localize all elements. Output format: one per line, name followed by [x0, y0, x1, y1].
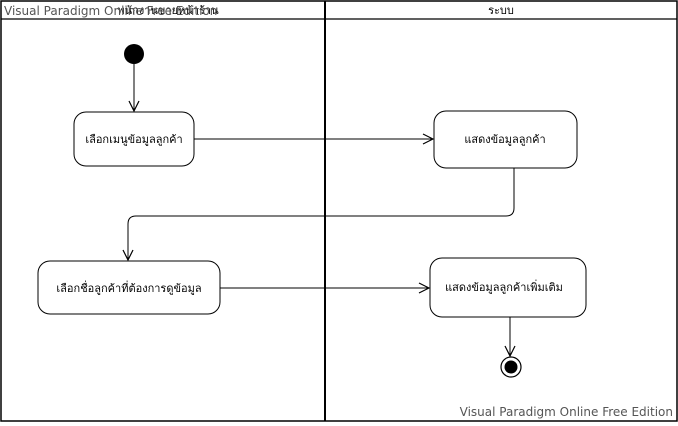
action-select-customer-menu-label: เลือกเมนูข้อมูลลูกค้า	[85, 133, 182, 146]
action-show-customer-info-label: แสดงข้อมูลลูกค้า	[464, 133, 545, 146]
flow-show-info-to-select-customer	[128, 168, 515, 260]
watermark-top: Visual Paradigm Online Free Edition	[4, 4, 217, 18]
action-show-more-customer-info-label: แสดงข้อมูลลูกค้าเพิ่มเติม	[445, 279, 563, 294]
action-show-more-customer-info	[429, 257, 587, 318]
final-node-inner	[504, 360, 518, 374]
lane-title-sales-staff: พนักงานขายหน้าร้าน	[117, 4, 219, 17]
action-select-customer-name-label: เลือกชื่อลูกค้าที่ต้องการดูข้อมูล	[56, 280, 201, 295]
initial-node	[124, 44, 144, 64]
lane-title-system: ระบบ	[488, 4, 514, 17]
action-show-customer-info	[433, 110, 578, 169]
watermark-bottom: Visual Paradigm Online Free Edition	[460, 405, 673, 419]
